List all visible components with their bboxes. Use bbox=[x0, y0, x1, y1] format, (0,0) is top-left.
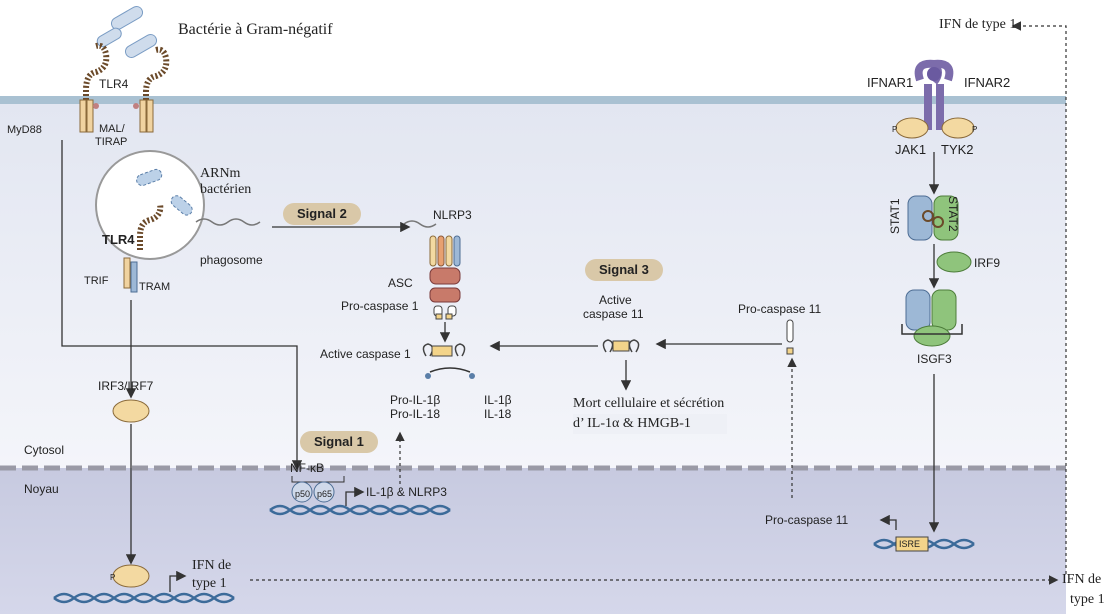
cytosol-label: Cytosol bbox=[24, 443, 65, 457]
arnm-label-line1: ARNm bbox=[200, 166, 241, 181]
trif-label: TRIF bbox=[84, 275, 109, 287]
nfkb-label: NF-κB bbox=[290, 461, 324, 475]
irf3-irf7-icon bbox=[112, 399, 150, 423]
stat2-label: STAT2 bbox=[946, 196, 960, 232]
irf9-icon bbox=[936, 251, 972, 273]
mort-label-box bbox=[573, 414, 727, 434]
il18-label: IL-18 bbox=[484, 407, 512, 421]
il1b-nlrp3-gene-label: IL-1β & NLRP3 bbox=[366, 485, 447, 499]
procaspase11-nucleus-label: Pro-caspase 11 bbox=[765, 513, 849, 527]
active-caspase11-label-line1: Active bbox=[599, 293, 632, 307]
active-caspase1-icon bbox=[422, 343, 475, 379]
tlr4-surface-label: TLR4 bbox=[99, 77, 129, 91]
dashed-arrow-ifn-loop bbox=[1011, 21, 1067, 574]
ifn-bottom-label-line2: type 1 bbox=[192, 576, 227, 591]
nfkb-icon bbox=[291, 476, 345, 503]
irf3-irf7-label: IRF3/IRF7 bbox=[98, 379, 154, 393]
mal-label: MAL/ bbox=[99, 123, 125, 135]
bacteria-label: Bactérie à Gram-négatif bbox=[178, 21, 333, 38]
tirap-label: TIRAP bbox=[95, 136, 128, 148]
arnm-label-line2: bactérien bbox=[200, 182, 252, 197]
pro-il1b-label: Pro-IL-1β bbox=[390, 393, 441, 407]
p50-label: p50 bbox=[295, 489, 311, 499]
il1b-label: IL-1β bbox=[484, 393, 512, 407]
arrow-nfkb-gene bbox=[345, 486, 365, 506]
isre-label: ISRE bbox=[899, 539, 921, 549]
inflammasome-icon bbox=[429, 235, 461, 320]
nlrp3-label: NLRP3 bbox=[433, 208, 472, 222]
arrow-isre-procasp11 bbox=[879, 514, 897, 530]
tlr4-phagosome-label: TLR4 bbox=[102, 232, 135, 247]
membrane bbox=[0, 96, 1066, 104]
arrow-myd88-nfkb bbox=[61, 140, 303, 471]
isgf3-label: ISGF3 bbox=[917, 352, 952, 366]
bacteria-icon bbox=[96, 6, 158, 59]
tyk2-label: TYK2 bbox=[941, 142, 974, 157]
stat1-label: STAT1 bbox=[888, 198, 902, 234]
arrow-irf-gene bbox=[169, 570, 187, 592]
irf9-label: IRF9 bbox=[974, 256, 1001, 270]
p-left-label: P bbox=[892, 125, 898, 134]
myd88-label: MyD88 bbox=[7, 124, 42, 136]
ifnar2-label: IFNAR2 bbox=[964, 75, 1011, 90]
tram-label: TRAM bbox=[139, 281, 171, 293]
phagosome-label: phagosome bbox=[200, 253, 263, 267]
ifnar1-label: IFNAR1 bbox=[867, 75, 914, 90]
p-right-label: P bbox=[972, 125, 978, 134]
asc-label: ASC bbox=[388, 276, 413, 290]
ifn-top-label: IFN de type 1 bbox=[939, 17, 1017, 32]
ifn-bottom-label-line1: IFN de bbox=[192, 558, 232, 573]
procaspase11-label: Pro-caspase 11 bbox=[738, 302, 822, 316]
pro-il18-label: Pro-IL-18 bbox=[390, 407, 441, 421]
stat1-stat2-icon bbox=[907, 195, 959, 241]
mort-label-line2: d’ IL-1α & HMGB-1 bbox=[573, 416, 691, 431]
procaspase11-icon bbox=[786, 319, 794, 343]
signal2-badge: Signal 2 bbox=[283, 203, 361, 225]
ifn-right-label-line1: IFN de bbox=[1062, 572, 1102, 587]
tlr4-surface-icon bbox=[79, 42, 170, 133]
active-caspase11-label-line2: caspase 11 bbox=[583, 307, 644, 321]
p65-label: p65 bbox=[317, 489, 333, 499]
phagosome-icon bbox=[95, 150, 205, 260]
active-caspase11-icon bbox=[602, 339, 640, 353]
mort-label-line1: Mort cellulaire et sécrétion bbox=[573, 396, 725, 411]
noyau-label: Noyau bbox=[24, 482, 59, 496]
p-irf-label: P bbox=[110, 573, 116, 582]
signal3-badge: Signal 3 bbox=[585, 259, 663, 281]
procaspase1-label: Pro-caspase 1 bbox=[341, 299, 419, 313]
ifn-right-label-line2: type 1 bbox=[1070, 592, 1105, 607]
isgf3-icon bbox=[901, 289, 963, 347]
active-caspase1-label: Active caspase 1 bbox=[320, 347, 411, 361]
ifnar-receptor-icon bbox=[895, 59, 975, 139]
signal1-badge: Signal 1 bbox=[300, 431, 378, 453]
jak1-label: JAK1 bbox=[895, 142, 927, 157]
